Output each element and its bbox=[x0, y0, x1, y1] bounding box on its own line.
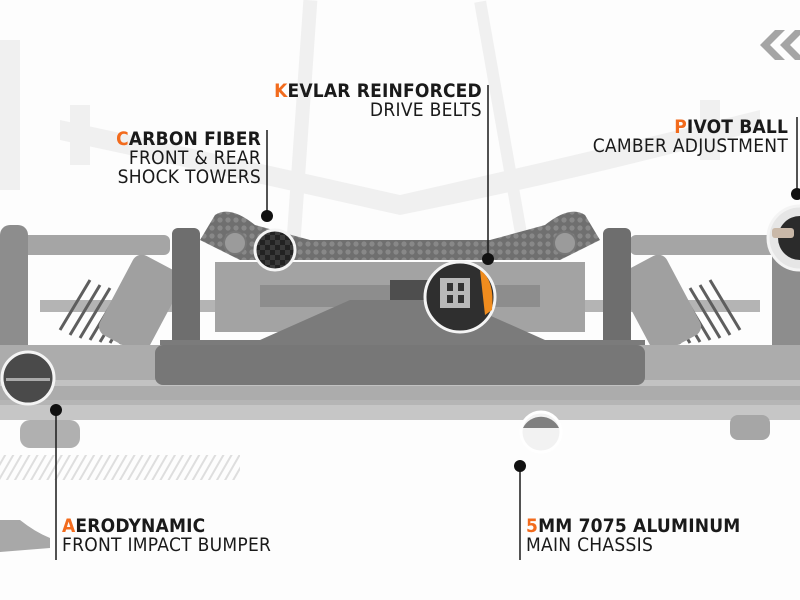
carbon-shock-tower bbox=[200, 211, 600, 260]
callout-title: PIVOT BALL bbox=[674, 116, 788, 138]
callout-aluminum-chassis: 5MM 7075 ALUMINUM MAIN CHASSIS bbox=[526, 517, 740, 555]
callout-subtitle-2: SHOCK TOWERS bbox=[117, 166, 261, 188]
callout-title: 5MM 7075 ALUMINUM bbox=[526, 515, 741, 537]
pivot-dot bbox=[791, 188, 800, 200]
callout-subtitle: MAIN CHASSIS bbox=[526, 534, 654, 556]
left-shock-body bbox=[98, 254, 183, 353]
right-post bbox=[603, 228, 631, 358]
right-shock-body bbox=[617, 254, 702, 353]
chassis-dot bbox=[514, 460, 526, 472]
leader-lines bbox=[55, 85, 798, 560]
callout-subtitle: DRIVE BELTS bbox=[369, 99, 482, 121]
detail-circle-kevlar bbox=[423, 260, 497, 334]
detail-circle-bumper bbox=[0, 350, 56, 406]
callout-subtitle: CAMBER ADJUSTMENT bbox=[592, 135, 788, 157]
callout-subtitle: FRONT IMPACT BUMPER bbox=[62, 534, 272, 556]
callout-title: AERODYNAMIC bbox=[62, 515, 206, 537]
detail-circle-chassis bbox=[519, 410, 563, 454]
left-post bbox=[172, 228, 200, 358]
callout-aerodynamic: AERODYNAMIC FRONT IMPACT BUMPER bbox=[62, 517, 271, 555]
callout-subtitle: FRONT & REAR bbox=[128, 147, 261, 169]
back-button[interactable] bbox=[755, 25, 800, 70]
aero-dot bbox=[50, 404, 62, 416]
leader-dots bbox=[50, 188, 800, 472]
detail-circle-pivot bbox=[766, 204, 800, 272]
kevlar-dot bbox=[482, 253, 494, 265]
callout-kevlar: KEVLAR REINFORCED DRIVE BELTS bbox=[274, 82, 482, 120]
callout-pivot-ball: PIVOT BALL CAMBER ADJUSTMENT bbox=[593, 118, 788, 156]
carbon-dot bbox=[261, 210, 273, 222]
front-bumper-shape bbox=[0, 520, 50, 552]
double-chevron-left-icon bbox=[760, 30, 800, 60]
detail-circle-carbon bbox=[253, 228, 297, 272]
callout-title: KEVLAR REINFORCED bbox=[274, 80, 482, 102]
callout-title: CARBON FIBER bbox=[116, 128, 261, 150]
callout-carbon-fiber: CARBON FIBER FRONT & REAR SHOCK TOWERS bbox=[116, 130, 261, 187]
ghost-body bbox=[0, 0, 760, 241]
